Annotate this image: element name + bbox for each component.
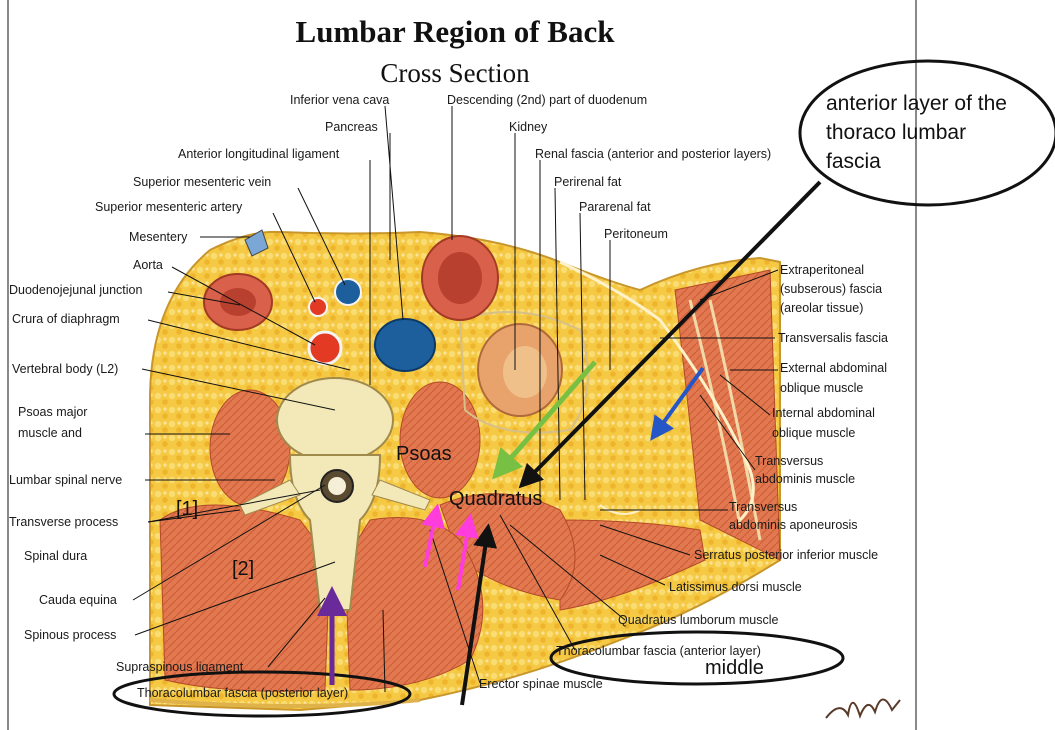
vertebral-body (276, 377, 394, 463)
label-transversus-aponeurosis-1: Transversus (729, 500, 798, 514)
annotation-anterior-layer-2: thoraco lumbar (826, 121, 967, 144)
aorta (307, 330, 343, 366)
pink-arrow-2 (455, 513, 479, 591)
label-pararenal-fat: Pararenal fat (579, 200, 651, 214)
annotation-oval-posterior (112, 670, 412, 718)
label-internal-oblique-1: Internal abdominal (772, 406, 875, 420)
handwritten-signature (825, 698, 901, 719)
label-anterior-longitudinal-ligament: Anterior longitudinal ligament (178, 147, 340, 161)
superior-mesenteric-artery (308, 297, 328, 317)
black-arrow-top (518, 180, 822, 489)
annotation-anterior-layer-1: anterior layer of the (826, 92, 1007, 115)
label-transversus-muscle-1: Transversus (755, 454, 824, 468)
label-peritoneum: Peritoneum (604, 227, 668, 241)
label-external-oblique-2: oblique muscle (780, 381, 864, 395)
label-transversus-aponeurosis-2: abdominis aponeurosis (729, 518, 858, 532)
black-arrow-bottom (460, 523, 498, 706)
label-transversus-muscle-2: abdominis muscle (755, 472, 856, 486)
label-cauda-equina: Cauda equina (39, 593, 117, 607)
label-extraperitoneal-1: Extraperitoneal (780, 263, 865, 277)
label-mesentery: Mesentery (129, 230, 188, 244)
annotation-bracket-2: [2] (232, 558, 255, 580)
label-extraperitoneal-2: (subserous) fascia (780, 282, 883, 296)
annotation-anterior-layer-3: fascia (826, 150, 881, 173)
label-crura-of-diaphragm: Crura of diaphragm (12, 312, 120, 326)
psoas-right (399, 381, 481, 499)
label-external-oblique-1: External abdominal (780, 361, 888, 375)
label-psoas-major-1: Psoas major (18, 405, 88, 419)
label-superior-mesenteric-vein: Superior mesenteric vein (133, 175, 272, 189)
label-duodenojejunal-junction: Duodenojejunal junction (9, 283, 143, 297)
left-page-border (7, 0, 9, 730)
pink-arrow-1 (421, 503, 445, 568)
annotation-oval-anterior-layer (798, 59, 1055, 207)
erector-spinae-right (344, 517, 484, 691)
label-inferior-vena-cava: Inferior vena cava (290, 93, 390, 107)
label-spinal-dura: Spinal dura (24, 549, 88, 563)
label-vertebral-body: Vertebral body (L2) (12, 362, 119, 376)
label-pancreas: Pancreas (325, 120, 378, 134)
label-erector-spinae: Erector spinae muscle (479, 677, 603, 691)
label-spinous-process: Spinous process (24, 628, 117, 642)
label-thoracolumbar-anterior: Thoracolumbar fascia (anterior layer) (556, 644, 761, 658)
label-descending-duodenum: Descending (2nd) part of duodenum (447, 93, 648, 107)
label-renal-fascia: Renal fascia (anterior and posterior lay… (535, 147, 772, 161)
label-transversalis-fascia: Transversalis fascia (778, 331, 888, 345)
label-quadratus-lumborum: Quadratus lumborum muscle (618, 613, 779, 627)
blue-arrow (650, 366, 705, 441)
page-title: Lumbar Region of Back (295, 14, 615, 49)
label-transverse-process: Transverse process (9, 515, 119, 529)
label-serratus-posterior-inferior: Serratus posterior inferior muscle (694, 548, 879, 562)
latissimus-dorsi-muscle (559, 519, 706, 611)
annotation-bracket-1: [1] (176, 498, 199, 520)
label-thoracolumbar-posterior: Thoracolumbar fascia (posterior layer) (137, 686, 349, 700)
inferior-vena-cava (374, 318, 436, 372)
mesentery-vessel (244, 229, 269, 257)
leader-lines (132, 105, 779, 693)
label-latissimus-dorsi: Latissimus dorsi muscle (669, 580, 802, 594)
label-psoas-major-2: muscle and (18, 426, 82, 440)
annotation-psoas: Psoas (396, 443, 452, 465)
right-page-border (915, 0, 917, 730)
annotation-middle: middle (705, 657, 764, 679)
label-superior-mesenteric-artery: Superior mesenteric artery (95, 200, 243, 214)
superior-mesenteric-vein (334, 278, 362, 306)
label-internal-oblique-2: oblique muscle (772, 426, 856, 440)
label-perirenal-fat: Perirenal fat (554, 175, 622, 189)
annotation-quadratus: Quadratus (449, 488, 543, 510)
label-supraspinous-ligament: Supraspinous ligament (116, 660, 244, 674)
label-extraperitoneal-3: (areolar tissue) (780, 301, 864, 315)
green-arrow (492, 360, 597, 480)
erector-spinae-left (159, 504, 331, 692)
label-kidney: Kidney (509, 120, 548, 134)
label-lumbar-spinal-nerve: Lumbar spinal nerve (9, 473, 123, 487)
label-aorta: Aorta (133, 258, 163, 272)
page-subtitle: Cross Section (380, 58, 530, 88)
annotation-oval-middle (549, 630, 845, 686)
